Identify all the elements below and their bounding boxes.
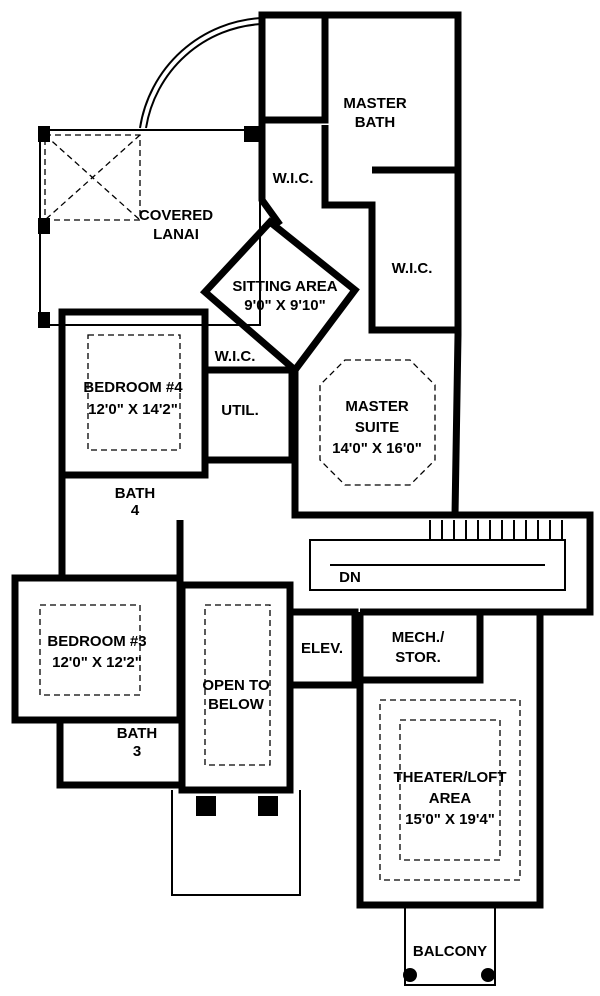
- master-suite-size: 14'0" X 16'0": [332, 440, 422, 457]
- bath4-label-2: 4: [131, 502, 140, 519]
- staircase[interactable]: [309, 520, 566, 591]
- covered-lanai: [38, 126, 261, 328]
- stairs-down-label: DN: [339, 569, 361, 586]
- lanai-arc: [139, 17, 263, 129]
- elevator-label: ELEV.: [301, 640, 343, 657]
- bath4-label: BATH: [115, 485, 156, 502]
- master-suite-label: MASTER: [345, 398, 409, 415]
- theater-loft-size: 15'0" X 19'4": [405, 811, 495, 828]
- covered-lanai-label: COVERED: [139, 207, 213, 224]
- bath3-label: BATH: [117, 725, 158, 742]
- wic-bedroom-label: W.I.C.: [215, 348, 256, 365]
- bedroom4-size: 12'0" X 14'2": [88, 401, 178, 418]
- covered-lanai-label-2: LANAI: [153, 226, 199, 243]
- walls: [11, 11, 594, 986]
- wic-left-label: W.I.C.: [273, 170, 314, 187]
- bedroom3-label: BEDROOM #3: [47, 633, 146, 650]
- bedroom3-size: 12'0" X 12'2": [52, 654, 142, 671]
- open-to-below-label-2: BELOW: [208, 696, 265, 713]
- util-label: UTIL.: [221, 402, 259, 419]
- theater-loft-label: THEATER/LOFT: [393, 769, 506, 786]
- mech-stor-label: MECH./: [392, 629, 445, 646]
- master-bath-label: MASTER: [343, 95, 407, 112]
- sitting-area-size: 9'0" X 9'10": [244, 297, 325, 314]
- bath3-label-2: 3: [133, 743, 141, 760]
- master-suite-label-2: SUITE: [355, 419, 399, 436]
- bedroom4-label: BEDROOM #4: [83, 379, 183, 396]
- master-bath-label-2: BATH: [355, 114, 396, 131]
- mech-stor-label-2: STOR.: [395, 649, 441, 666]
- sitting-area-label: SITTING AREA: [232, 278, 337, 295]
- open-to-below-label: OPEN TO: [202, 677, 270, 694]
- wic-right-label: W.I.C.: [392, 260, 433, 277]
- theater-loft-label-2: AREA: [429, 790, 472, 807]
- balcony-label: BALCONY: [413, 943, 487, 960]
